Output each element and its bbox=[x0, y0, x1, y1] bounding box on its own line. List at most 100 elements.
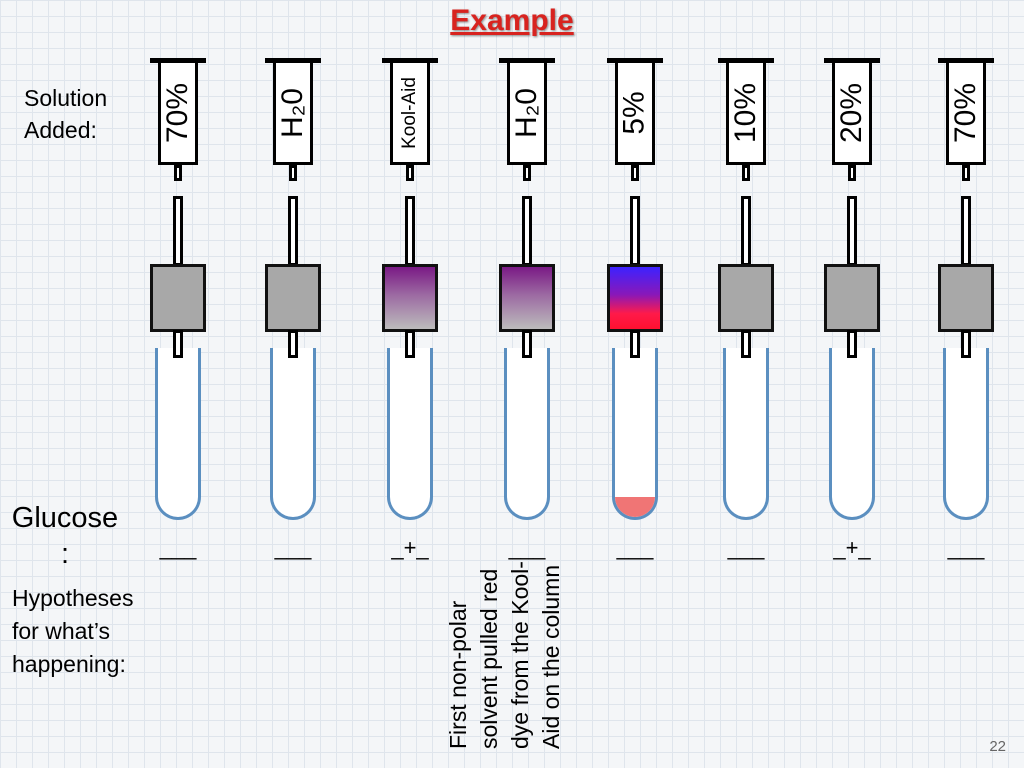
solution-added-line-1: Solution bbox=[24, 85, 108, 111]
hypotheses-label: Hypotheses for what’s happening: bbox=[12, 582, 133, 681]
column-cartridge bbox=[607, 264, 663, 332]
syringe-flange bbox=[382, 58, 438, 63]
column-cartridge bbox=[499, 264, 555, 332]
station-2: H₂0 ___ bbox=[263, 58, 323, 578]
syringe-label-text: 5% bbox=[618, 91, 652, 135]
test-tube bbox=[943, 348, 989, 520]
glucose-result: ___ bbox=[616, 535, 654, 560]
hypotheses-line-3: happening: bbox=[12, 651, 126, 677]
syringe-label: Kool-Aid bbox=[399, 68, 421, 158]
test-tube bbox=[155, 348, 201, 520]
glucose-label: Glucose : bbox=[2, 500, 128, 572]
solution-added-line-2: Added: bbox=[24, 117, 97, 143]
glucose-result: _+_ bbox=[391, 535, 429, 560]
syringe-flange bbox=[265, 58, 321, 63]
syringe-label: 20% bbox=[835, 68, 868, 158]
glucose-result: _+_ bbox=[833, 535, 871, 560]
syringe-barrel bbox=[507, 63, 547, 165]
glucose-result: ___ bbox=[159, 535, 197, 560]
glucose-result: ___ bbox=[947, 535, 985, 560]
glucose-label-line-1: Glucose bbox=[11, 502, 119, 534]
syringe-label: 70% bbox=[161, 68, 194, 158]
test-tube bbox=[270, 348, 316, 520]
syringe-tip bbox=[523, 165, 531, 181]
column-stem-bottom bbox=[630, 330, 640, 358]
syringe-label-text: H₂0 bbox=[510, 88, 543, 138]
column-stem-bottom bbox=[173, 330, 183, 358]
syringe-tip bbox=[631, 165, 639, 181]
station-6: 10% ___ bbox=[716, 58, 776, 578]
station-5: 5% ___ bbox=[605, 58, 665, 578]
syringe-barrel bbox=[158, 63, 198, 165]
hypothesis-note: First non-polar solvent pulled red dye f… bbox=[445, 561, 564, 749]
test-tube bbox=[723, 348, 769, 520]
syringe-label: H₂0 bbox=[510, 68, 543, 158]
column-stem-bottom bbox=[961, 330, 971, 358]
test-tube bbox=[504, 348, 550, 520]
column-cartridge bbox=[824, 264, 880, 332]
syringe-label-text: Kool-Aid bbox=[399, 77, 421, 149]
syringe-barrel bbox=[726, 63, 766, 165]
syringe-barrel bbox=[273, 63, 313, 165]
syringe-label-text: H₂0 bbox=[276, 88, 309, 138]
column-cartridge bbox=[718, 264, 774, 332]
test-tube bbox=[829, 348, 875, 520]
column-stem-bottom bbox=[405, 330, 415, 358]
syringe-flange bbox=[499, 58, 555, 63]
column-stem-top bbox=[961, 196, 971, 266]
syringe-barrel bbox=[390, 63, 430, 165]
syringe-tip bbox=[174, 165, 182, 181]
syringe-barrel bbox=[946, 63, 986, 165]
column-cartridge bbox=[265, 264, 321, 332]
syringe-tip bbox=[962, 165, 970, 181]
syringe-tip bbox=[289, 165, 297, 181]
syringe-flange bbox=[824, 58, 880, 63]
glucose-result: ___ bbox=[508, 535, 546, 560]
column-stem-top bbox=[630, 196, 640, 266]
syringe-label-text: 10% bbox=[729, 82, 763, 144]
column-cartridge bbox=[382, 264, 438, 332]
syringe-tip bbox=[742, 165, 750, 181]
glucose-result: ___ bbox=[727, 535, 765, 560]
column-stem-top bbox=[405, 196, 415, 266]
column-cartridge bbox=[150, 264, 206, 332]
test-tube-fill bbox=[615, 496, 655, 517]
syringe-flange bbox=[718, 58, 774, 63]
glucose-label-line-2: : bbox=[60, 538, 70, 570]
slide-title: Example bbox=[450, 4, 574, 37]
station-8: 70% ___ bbox=[936, 58, 996, 578]
page-number: 22 bbox=[989, 738, 1006, 755]
syringe-label: 70% bbox=[949, 68, 982, 158]
syringe-label: 10% bbox=[729, 68, 762, 158]
column-stem-top bbox=[173, 196, 183, 266]
column-stem-bottom bbox=[522, 330, 532, 358]
solution-added-label: Solution Added: bbox=[24, 82, 107, 146]
syringe-label-text: 20% bbox=[835, 82, 869, 144]
hypotheses-line-2: for what’s bbox=[12, 618, 111, 644]
syringe-label-text: 70% bbox=[949, 82, 983, 144]
syringe-flange bbox=[150, 58, 206, 63]
column-stem-top bbox=[741, 196, 751, 266]
test-tube bbox=[387, 348, 433, 520]
column-stem-bottom bbox=[741, 330, 751, 358]
glucose-result: ___ bbox=[274, 535, 312, 560]
syringe-tip bbox=[406, 165, 414, 181]
syringe-flange bbox=[607, 58, 663, 63]
station-1: 70% ___ bbox=[148, 58, 208, 578]
syringe-barrel bbox=[832, 63, 872, 165]
syringe-flange bbox=[938, 58, 994, 63]
hypotheses-line-1: Hypotheses bbox=[12, 585, 134, 611]
syringe-tip bbox=[848, 165, 856, 181]
station-7: 20% _+_ bbox=[822, 58, 882, 578]
station-3: Kool-Aid _+_ bbox=[380, 58, 440, 578]
column-cartridge bbox=[938, 264, 994, 332]
syringe-label: H₂0 bbox=[276, 68, 309, 158]
syringe-label: 5% bbox=[618, 68, 651, 158]
test-tube bbox=[612, 348, 658, 520]
column-stem-bottom bbox=[288, 330, 298, 358]
column-stem-top bbox=[847, 196, 857, 266]
column-stem-top bbox=[522, 196, 532, 266]
syringe-barrel bbox=[615, 63, 655, 165]
column-stem-top bbox=[288, 196, 298, 266]
syringe-label-text: 70% bbox=[161, 82, 195, 144]
